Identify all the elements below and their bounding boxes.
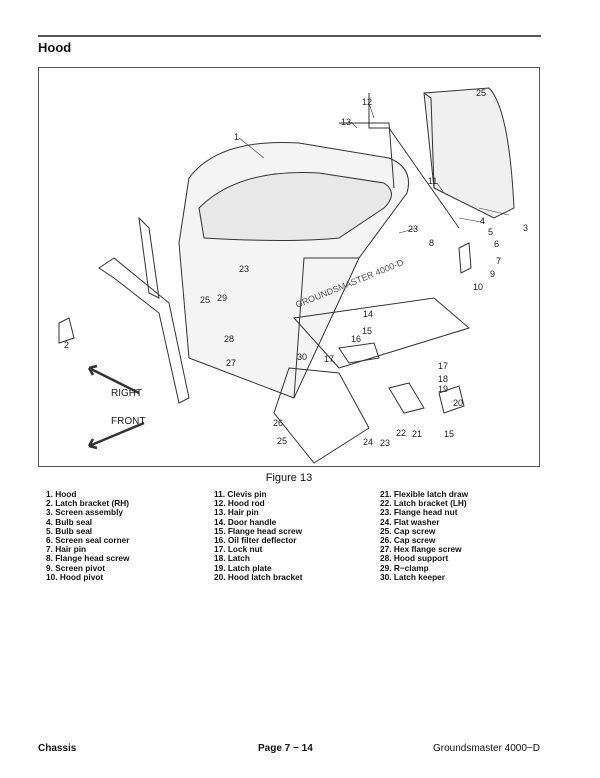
- legend-item: 17. Lock nut: [214, 544, 263, 555]
- legend-item: 28. Hood support: [380, 553, 449, 564]
- callout-14: 14: [363, 309, 374, 319]
- legend-item: 26. Cap screw: [380, 535, 436, 546]
- callout-21: 21: [412, 429, 423, 439]
- footer-page-number: Page 7 − 14: [258, 743, 313, 754]
- legend-item: 29. R−clamp: [380, 562, 429, 573]
- callout-11: 11: [428, 176, 438, 186]
- legend-item: 5. Bulb seal: [46, 525, 93, 536]
- legend-item: 20. Hood latch bracket: [214, 571, 303, 582]
- callout-26: 26: [273, 418, 284, 428]
- legend-item: 15. Flange head screw: [214, 525, 303, 536]
- legend-item: 30. Latch keeper: [380, 571, 446, 582]
- callout-30: 30: [297, 352, 308, 362]
- callout-16: 16: [351, 334, 362, 344]
- callout-25: 25: [476, 88, 487, 98]
- callout-9: 9: [490, 269, 496, 279]
- callout-4: 4: [480, 216, 486, 226]
- legend-item: 14. Door handle: [214, 516, 277, 527]
- callout-7: 7: [496, 256, 502, 266]
- callout-15: 15: [362, 326, 373, 336]
- legend-item: 1. Hood: [46, 489, 77, 499]
- legend-item: 18. Latch: [214, 553, 250, 564]
- legend-item: 23. Flange head nut: [380, 507, 458, 518]
- callout-23: 23: [380, 438, 391, 448]
- legend-item: 21. Flexible latch draw: [380, 489, 469, 499]
- direction-front-label: FRONT: [111, 416, 146, 427]
- parts-legend-col2: 11. Clevis pin 12. Hood rod 13. Hair pin…: [214, 489, 303, 582]
- hood-exploded-diagram: GROUNDSMASTER 4000-D: [58, 87, 515, 464]
- legend-item: 16. Oil filter deflector: [214, 535, 297, 546]
- legend-item: 9. Screen pivot: [46, 562, 106, 573]
- callout-27: 27: [226, 358, 237, 368]
- legend-item: 24. Flat washer: [380, 516, 440, 527]
- legend-item: 25. Cap screw: [380, 525, 436, 536]
- legend-item: 4. Bulb seal: [46, 516, 93, 527]
- legend-item: 19. Latch plate: [214, 562, 272, 573]
- callout-23: 23: [239, 264, 250, 274]
- callout-20: 20: [453, 398, 464, 408]
- figure-13: GROUNDSMASTER 4000-D 1 12 25 13 11 23 4 …: [38, 67, 540, 467]
- figure-caption: Figure 13: [265, 472, 313, 484]
- legend-item: 3. Screen assembly: [46, 507, 124, 518]
- legend-item: 2. Latch bracket (RH): [46, 498, 129, 509]
- callout-5: 5: [488, 227, 494, 237]
- callout-13: 13: [341, 117, 352, 127]
- callout-3: 3: [523, 223, 529, 233]
- callout-23: 23: [408, 224, 419, 234]
- legend-item: 11. Clevis pin: [214, 489, 267, 499]
- callout-10: 10: [473, 282, 484, 292]
- callout-25: 25: [277, 436, 288, 446]
- header-rule: [38, 35, 541, 37]
- footer-manual-title: Groundsmaster 4000−D: [432, 743, 540, 754]
- callout-8: 8: [429, 238, 435, 248]
- parts-legend-col3: 21. Flexible latch draw 22. Latch bracke…: [380, 489, 469, 582]
- legend-item: 6. Screen seal corner: [46, 535, 130, 546]
- callout-17: 17: [438, 361, 449, 371]
- page-title: Hood: [38, 40, 72, 55]
- callout-28: 28: [224, 334, 235, 344]
- legend-item: 7. Hair pin: [46, 544, 87, 555]
- callout-19: 19: [438, 384, 449, 394]
- legend-item: 13. Hair pin: [214, 507, 259, 518]
- callout-1: 1: [234, 132, 240, 142]
- callout-25: 25: [200, 295, 211, 305]
- callout-2: 2: [64, 340, 70, 350]
- callout-12: 12: [362, 97, 373, 107]
- legend-item: 27. Hex flange screw: [380, 544, 462, 555]
- callout-17: 17: [324, 354, 335, 364]
- legend-item: 22. Latch bracket (LH): [380, 498, 467, 509]
- callout-22: 22: [396, 428, 407, 438]
- legend-item: 8. Flange head screw: [46, 553, 130, 564]
- callout-24: 24: [363, 437, 374, 447]
- callout-29: 29: [217, 293, 228, 303]
- footer-section: Chassis: [38, 743, 77, 754]
- callout-18: 18: [438, 374, 449, 384]
- callout-15: 15: [444, 429, 455, 439]
- legend-item: 12. Hood rod: [214, 498, 265, 509]
- parts-legend-col1: 1. Hood 2. Latch bracket (RH) 3. Screen …: [46, 489, 130, 582]
- legend-item: 10. Hood pivot: [46, 571, 104, 582]
- callout-6: 6: [494, 239, 500, 249]
- direction-right-label: RIGHT: [111, 388, 143, 399]
